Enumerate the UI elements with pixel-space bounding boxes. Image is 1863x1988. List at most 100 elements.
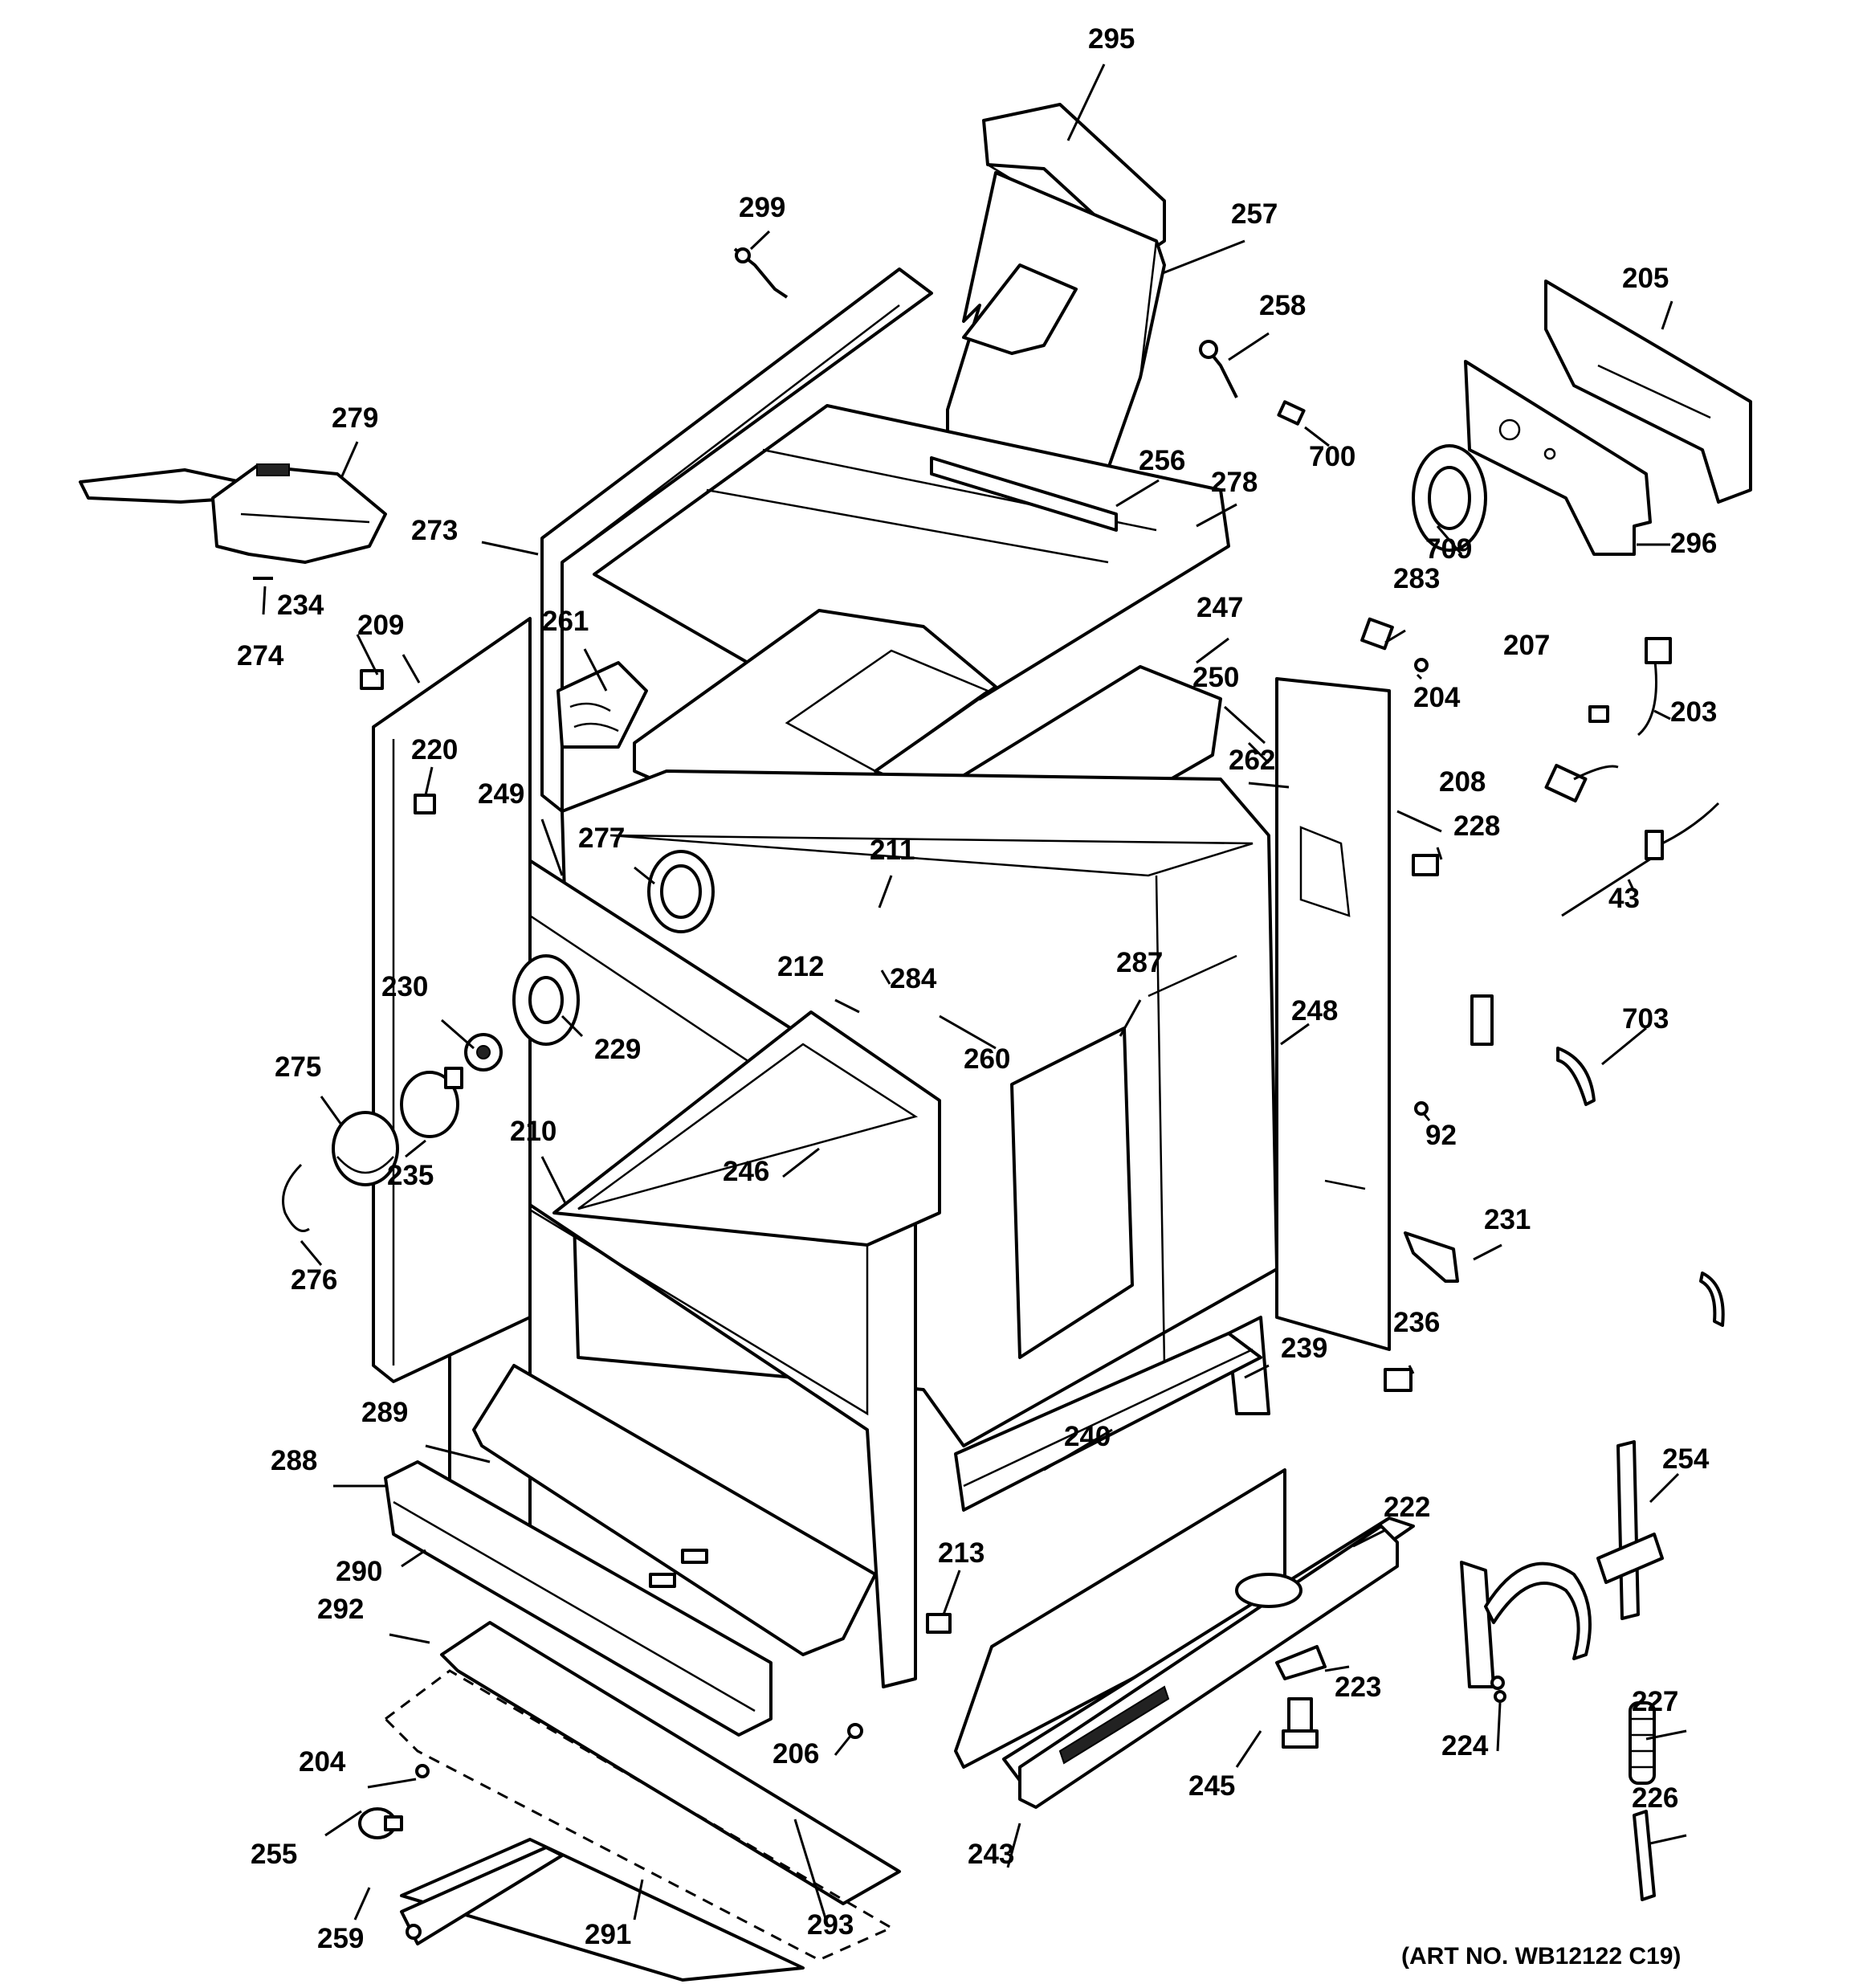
callout-250: 250 bbox=[1192, 662, 1239, 693]
part-204-screw-lower bbox=[415, 1764, 430, 1778]
part-227-spring bbox=[1629, 1701, 1656, 1785]
callout-273: 273 bbox=[411, 515, 458, 546]
callout-203: 203 bbox=[1670, 696, 1717, 728]
callout-709: 709 bbox=[1425, 533, 1472, 565]
callout-234: 234 bbox=[277, 590, 324, 621]
callout-261: 261 bbox=[542, 606, 589, 637]
callout-239: 239 bbox=[1281, 1333, 1327, 1364]
callout-223: 223 bbox=[1335, 1672, 1381, 1703]
callout-291: 291 bbox=[585, 1919, 631, 1950]
part-273-top-rail bbox=[540, 267, 933, 813]
callout-279: 279 bbox=[332, 402, 378, 434]
part-236-clip bbox=[1384, 1368, 1413, 1392]
part-254-hinge-bracket bbox=[1596, 1440, 1664, 1620]
callout-278: 278 bbox=[1211, 467, 1258, 498]
callout-299: 299 bbox=[739, 192, 785, 223]
callout-224: 224 bbox=[1441, 1730, 1489, 1761]
part-92-screw bbox=[1414, 1101, 1429, 1116]
callout-208: 208 bbox=[1439, 766, 1486, 798]
part-292-drawer-tray bbox=[440, 1621, 901, 1905]
callout-295: 295 bbox=[1088, 23, 1135, 55]
callout-283: 283 bbox=[1393, 563, 1440, 594]
callout-210: 210 bbox=[510, 1116, 556, 1147]
part-209-side-panel bbox=[372, 617, 532, 1383]
part-703-gasket bbox=[1556, 1047, 1596, 1106]
callout-287: 287 bbox=[1116, 947, 1163, 978]
part-700-clip bbox=[1277, 400, 1306, 426]
part-243-toe-kick bbox=[954, 1468, 1415, 1793]
part-205-rear-panel bbox=[1544, 280, 1752, 504]
part-288-front-rail bbox=[384, 1460, 773, 1737]
part-204-screw bbox=[1414, 658, 1429, 672]
callout-289: 289 bbox=[361, 1397, 408, 1428]
part-275-lens bbox=[332, 1111, 399, 1186]
callout-246: 246 bbox=[723, 1156, 769, 1187]
callout-204: 204 bbox=[1413, 682, 1461, 713]
callout-92: 92 bbox=[1425, 1120, 1457, 1151]
callout-231: 231 bbox=[1484, 1204, 1531, 1235]
callout-276: 276 bbox=[291, 1264, 337, 1296]
part-43-probe bbox=[1561, 802, 1720, 917]
part-259-slide bbox=[400, 1846, 564, 1945]
callout-243: 243 bbox=[968, 1839, 1014, 1870]
callout-247: 247 bbox=[1196, 592, 1243, 623]
callout-284: 284 bbox=[890, 963, 937, 994]
part-256-gasket bbox=[930, 456, 1118, 532]
part-287-shield bbox=[1010, 954, 1237, 1359]
part-289-broiler-pan bbox=[472, 1364, 877, 1656]
callout-236: 236 bbox=[1393, 1307, 1440, 1338]
callout-260: 260 bbox=[964, 1043, 1010, 1075]
callout-211: 211 bbox=[870, 835, 915, 866]
callout-230: 230 bbox=[381, 971, 428, 1002]
callout-245: 245 bbox=[1188, 1770, 1235, 1802]
part-277-flange bbox=[647, 850, 715, 933]
callout-226: 226 bbox=[1632, 1782, 1678, 1814]
callout-259: 259 bbox=[317, 1923, 364, 1954]
callout-700: 700 bbox=[1309, 441, 1355, 472]
part-245-orifice bbox=[1282, 1697, 1319, 1749]
callout-204-lower: 204 bbox=[299, 1746, 346, 1778]
callout-207: 207 bbox=[1503, 630, 1550, 661]
part-220-clip bbox=[414, 794, 436, 814]
part-296-rear-bracket bbox=[1464, 360, 1652, 556]
part-709-flange bbox=[1412, 444, 1487, 552]
callout-209: 209 bbox=[357, 610, 404, 641]
callout-255: 255 bbox=[251, 1839, 297, 1870]
callout-249: 249 bbox=[478, 778, 524, 810]
part-213-clip bbox=[926, 1613, 952, 1634]
callout-235: 235 bbox=[387, 1160, 434, 1191]
part-258-clip bbox=[1199, 340, 1238, 398]
part-207-clip bbox=[1588, 705, 1609, 723]
callout-205: 205 bbox=[1622, 263, 1669, 294]
callout-212: 212 bbox=[777, 951, 824, 982]
callout-227: 227 bbox=[1632, 1686, 1678, 1717]
callout-262: 262 bbox=[1229, 745, 1275, 776]
part-223-bracket bbox=[1275, 1645, 1327, 1680]
callout-293: 293 bbox=[807, 1909, 854, 1941]
part-240-drawer-frame bbox=[954, 1332, 1262, 1512]
callout-258: 258 bbox=[1259, 290, 1306, 321]
part-276-wire-clip bbox=[282, 1163, 310, 1232]
callout-292: 292 bbox=[317, 1594, 364, 1625]
callout-256: 256 bbox=[1139, 445, 1185, 476]
callout-222: 222 bbox=[1384, 1492, 1430, 1523]
callout-703: 703 bbox=[1622, 1003, 1669, 1035]
part-206-screw bbox=[847, 1723, 863, 1739]
callout-257: 257 bbox=[1231, 198, 1278, 230]
callout-277: 277 bbox=[578, 823, 625, 854]
callout-213: 213 bbox=[938, 1537, 984, 1569]
callout-290: 290 bbox=[336, 1556, 382, 1587]
part-right-gasket bbox=[1699, 1272, 1725, 1327]
callout-228: 228 bbox=[1453, 810, 1500, 842]
part-299-clip bbox=[733, 247, 789, 299]
callout-274: 274 bbox=[237, 640, 284, 672]
callout-220: 220 bbox=[411, 734, 458, 765]
art-number: (ART NO. WB12122 C19) bbox=[1401, 1943, 1681, 1970]
part-229-light-flange bbox=[512, 954, 580, 1046]
part-226-link bbox=[1633, 1810, 1656, 1901]
callout-43: 43 bbox=[1608, 883, 1640, 914]
part-224-pin bbox=[1494, 1690, 1506, 1703]
part-255-roller bbox=[358, 1807, 403, 1839]
part-234-clip bbox=[360, 669, 384, 690]
part-231-bracket bbox=[1404, 1231, 1459, 1283]
